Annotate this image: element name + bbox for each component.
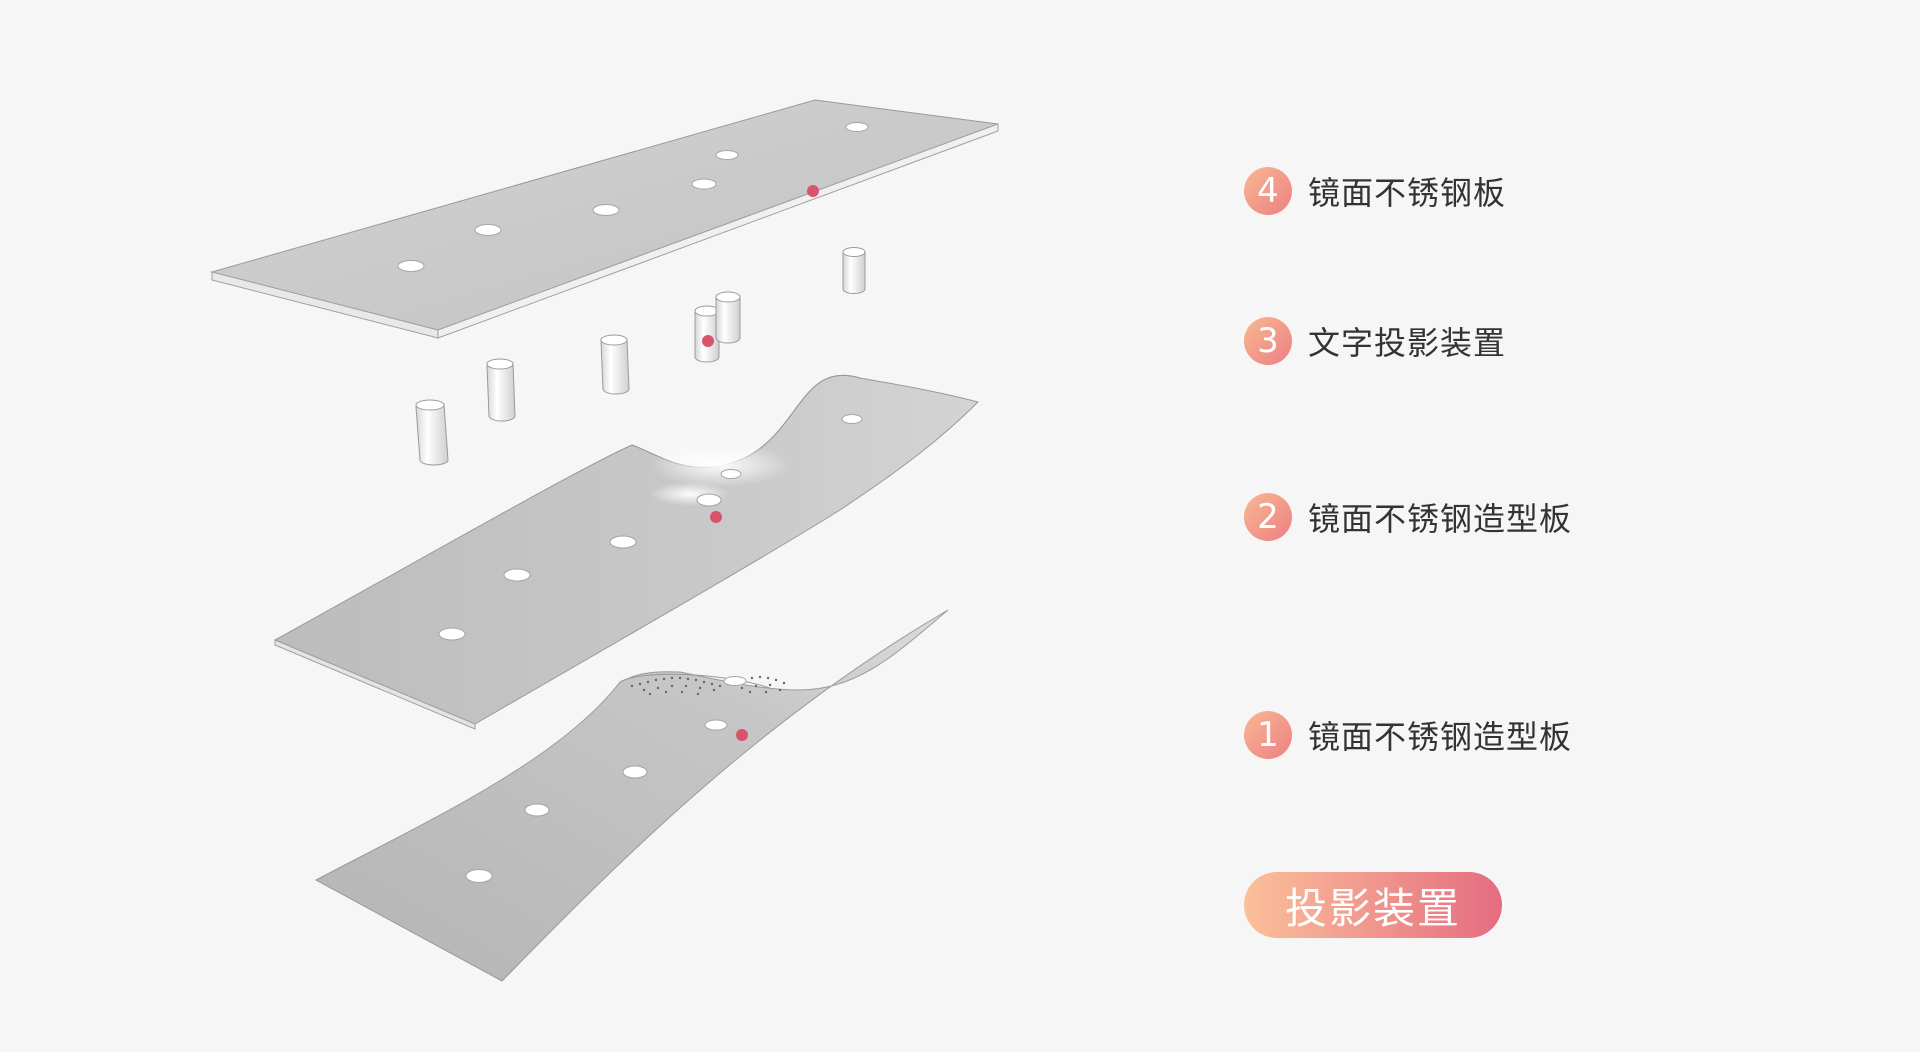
leader-line-1 bbox=[736, 729, 1244, 741]
layer-label-text: 文字投影装置 bbox=[1308, 324, 1507, 362]
number-badge: 4 bbox=[1244, 167, 1292, 215]
leader-lines bbox=[702, 185, 1244, 741]
plate-4-holes bbox=[397, 122, 869, 272]
leader-line-4 bbox=[807, 185, 1244, 197]
layer-label-text: 镜面不锈钢造型板 bbox=[1308, 500, 1573, 538]
plate-4-flat-mirror-steel bbox=[210, 99, 999, 339]
standoff-cylinder bbox=[486, 358, 516, 422]
layer-label-text: 镜面不锈钢造型板 bbox=[1308, 718, 1573, 756]
plate-2-shaped-mirror-steel bbox=[273, 374, 979, 730]
standoff-cylinder bbox=[415, 399, 449, 466]
number-badge: 3 bbox=[1244, 317, 1292, 365]
standoff-cylinder bbox=[842, 247, 866, 294]
plate-1-shaped-mirror-steel bbox=[314, 609, 949, 982]
layer-label-3: 3 文字投影装置 bbox=[1244, 313, 1506, 369]
number-badge: 1 bbox=[1244, 711, 1292, 759]
number-badge: 2 bbox=[1244, 493, 1292, 541]
layer-label-4: 4 镜面不锈钢板 bbox=[1244, 163, 1506, 219]
standoff-cylinder bbox=[715, 291, 741, 344]
standoff-cylinder bbox=[600, 334, 630, 395]
standoff-cylinder bbox=[694, 305, 720, 363]
plate-1-holes bbox=[465, 676, 747, 883]
leader-line-2 bbox=[710, 511, 1244, 523]
layer-label-1: 1 镜面不锈钢造型板 bbox=[1244, 707, 1572, 763]
leader-line-3 bbox=[702, 335, 1244, 347]
projection-device-button[interactable]: 投影装置 bbox=[1244, 872, 1502, 938]
layer-label-text: 镜面不锈钢板 bbox=[1308, 174, 1507, 212]
layer-label-2: 2 镜面不锈钢造型板 bbox=[1244, 489, 1572, 545]
plate-2-holes bbox=[438, 414, 863, 641]
